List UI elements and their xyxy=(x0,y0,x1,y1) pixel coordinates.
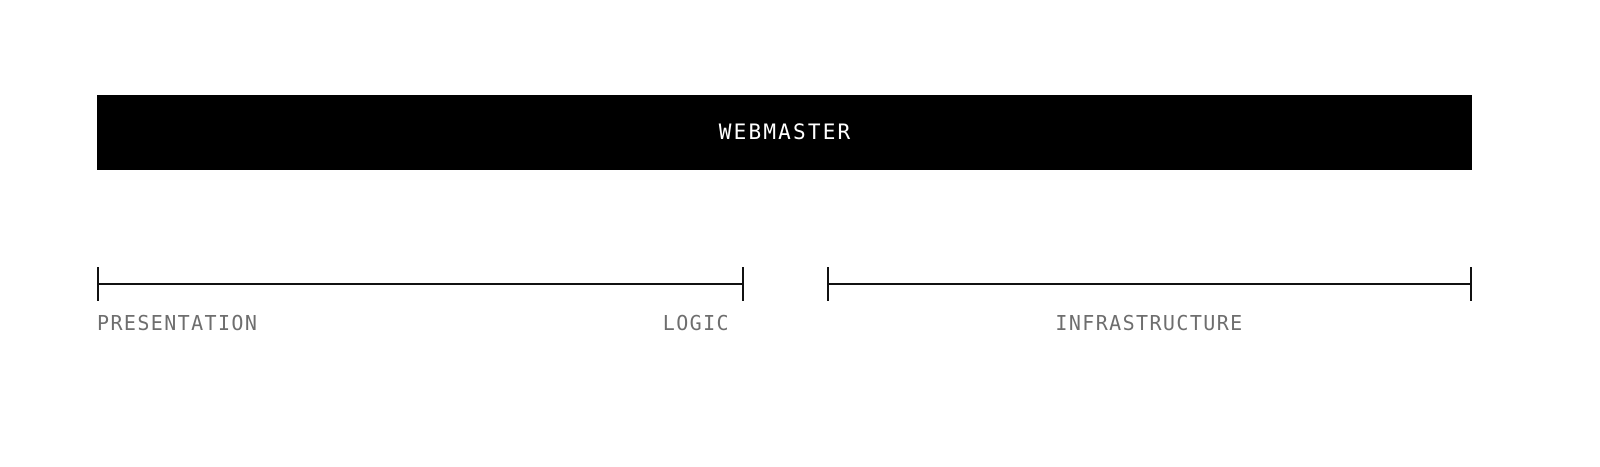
span-labels-infrastructure: INFRASTRUCTURE xyxy=(827,311,1472,337)
span-label-presentation: PRESENTATION xyxy=(97,311,259,335)
span-tick-end-icon xyxy=(1470,267,1472,301)
span-rule-line xyxy=(827,283,1472,285)
span-bracket-infrastructure xyxy=(827,267,1472,301)
webmaster-title-bar: WEBMASTER xyxy=(97,95,1472,170)
span-bracket-presentation-logic xyxy=(97,267,744,301)
span-tick-end-icon xyxy=(742,267,744,301)
span-label-infrastructure: INFRASTRUCTURE xyxy=(1055,311,1244,335)
webmaster-title-label: WEBMASTER xyxy=(718,120,853,144)
span-rule-line xyxy=(97,283,744,285)
span-label-logic: LOGIC xyxy=(662,311,730,335)
span-labels-presentation-logic: PRESENTATION LOGIC xyxy=(97,311,730,337)
